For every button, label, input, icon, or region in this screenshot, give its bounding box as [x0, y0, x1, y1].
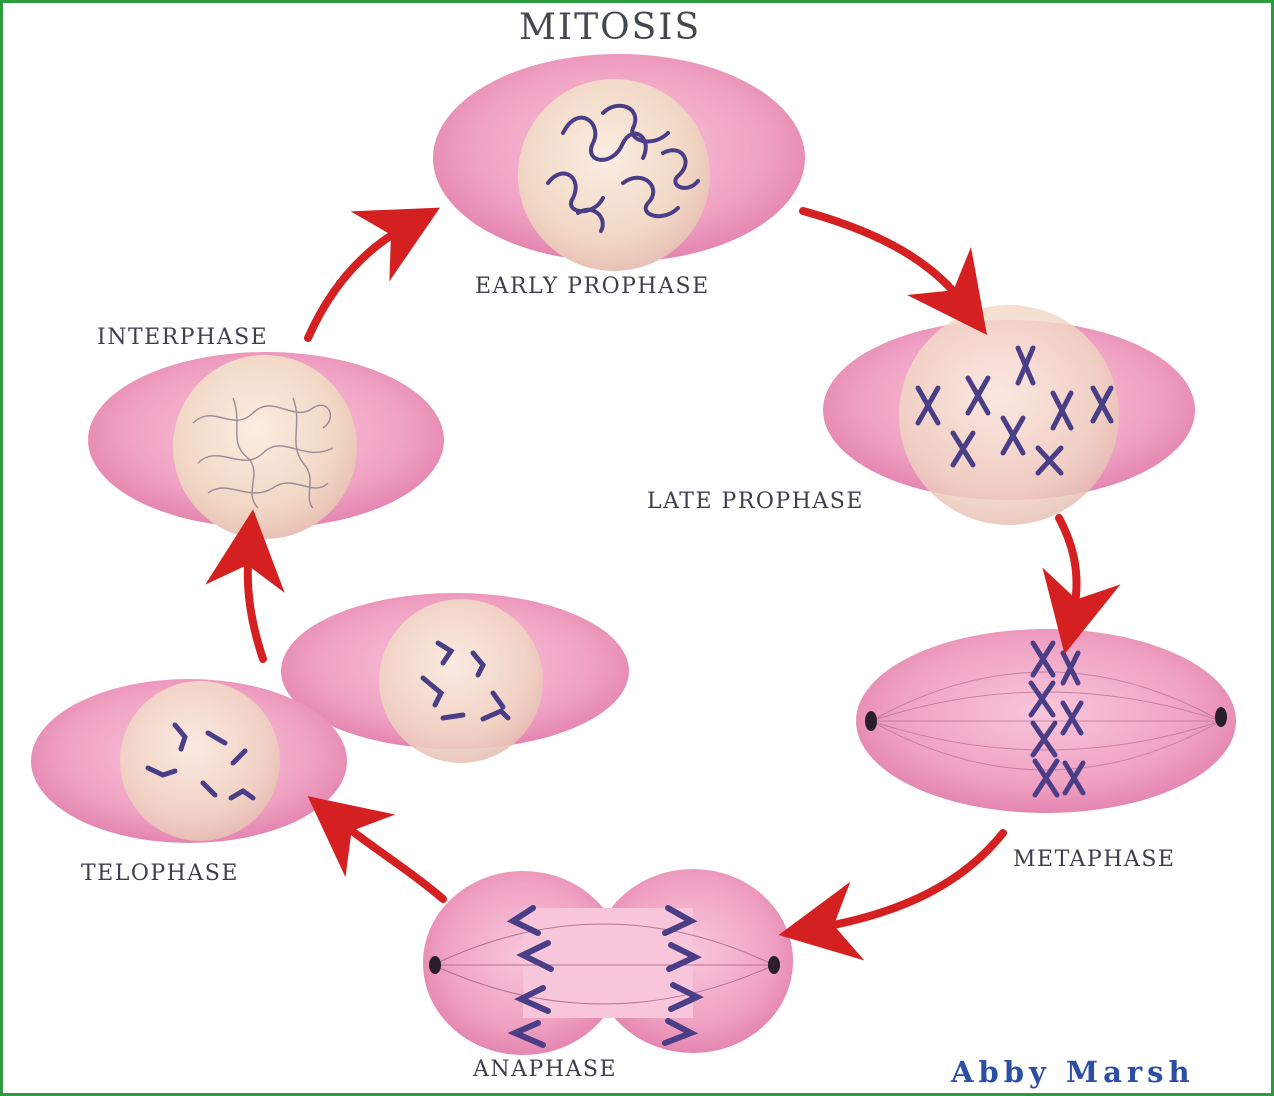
label-telophase: TELOPHASE — [81, 861, 239, 886]
metaphase-cell — [856, 629, 1236, 813]
arrow-metaphase-to-anaphase — [818, 833, 1003, 928]
label-early-prophase: EARLY PROPHASE — [475, 274, 710, 299]
arrow-anaphase-to-telophase — [339, 821, 443, 899]
anaphase-cell — [423, 869, 793, 1055]
author-signature: Abby Marsh — [951, 1055, 1195, 1089]
arrow-early-to-late — [803, 211, 963, 303]
arrow-late-to-metaphase — [1059, 518, 1077, 615]
label-interphase: INTERPHASE — [97, 325, 268, 350]
arrow-interphase-to-early — [308, 227, 405, 338]
label-metaphase: METAPHASE — [1013, 847, 1175, 872]
label-anaphase: ANAPHASE — [473, 1057, 617, 1082]
arrow-telophase-to-interphase — [248, 549, 263, 659]
cycle-arrows — [248, 211, 1077, 928]
diagram-title: MITOSIS — [519, 7, 701, 48]
early-prophase-cell — [433, 54, 805, 271]
telophase-cell — [31, 593, 629, 843]
late-prophase-cell — [823, 305, 1195, 525]
interphase-cell — [88, 352, 444, 539]
label-late-prophase: LATE PROPHASE — [647, 489, 864, 514]
